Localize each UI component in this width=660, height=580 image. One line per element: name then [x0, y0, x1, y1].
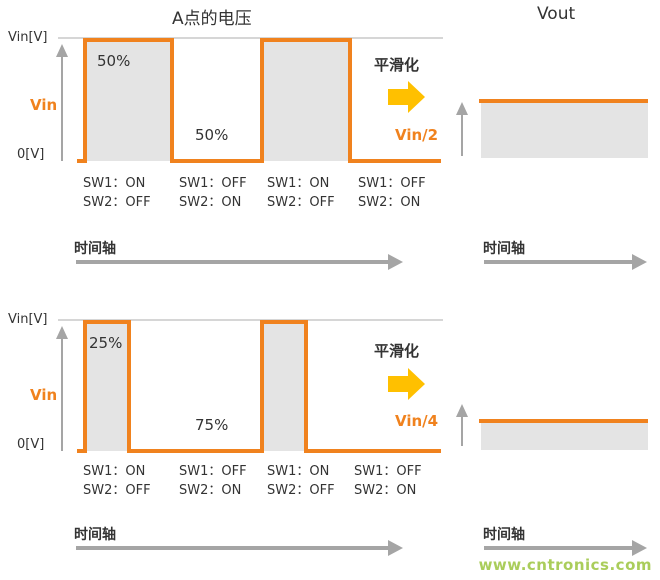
- sw2-state: SW2：ON: [179, 483, 242, 498]
- sw1-state: SW1：OFF: [179, 176, 247, 191]
- bottom-time-axis-label: 时间轴: [74, 527, 116, 543]
- top-duty-low-label: 50%: [195, 126, 229, 144]
- top-switch-state-1: SW1：ON SW2：OFF: [83, 174, 151, 212]
- bottom-zero-volt-label: 0[V]: [17, 437, 45, 452]
- top-pulse-fills: [85, 40, 350, 161]
- sw1-state: SW1：OFF: [354, 464, 422, 479]
- bottom-vin-label: Vin: [30, 386, 58, 404]
- bottom-switch-state-2: SW1：OFF SW2：ON: [179, 462, 247, 500]
- bottom-switch-state-3: SW1：ON SW2：OFF: [267, 462, 335, 500]
- sw2-state: SW2：OFF: [267, 195, 335, 210]
- bottom-switch-state-4: SW1：OFF SW2：ON: [354, 462, 422, 500]
- top-waveform-panel: [56, 37, 648, 270]
- top-switch-state-4: SW1：OFF SW2：ON: [358, 174, 426, 212]
- top-smoothing-label: 平滑化: [374, 56, 420, 74]
- sw1-state: SW1：OFF: [179, 464, 247, 479]
- top-vin-label: Vin: [30, 96, 58, 114]
- sw2-state: SW2：ON: [358, 195, 421, 210]
- bottom-time-axis-arrow: [76, 540, 403, 556]
- top-switch-state-3: SW1：ON SW2：OFF: [267, 174, 335, 212]
- top-time-axis-label: 时间轴: [74, 241, 116, 257]
- top-y-axis: [56, 44, 68, 161]
- bottom-waveform-panel: [56, 319, 648, 556]
- bottom-pwm-waveform: [77, 320, 441, 453]
- top-zero-volt-label: 0[V]: [17, 147, 45, 162]
- sw1-state: SW1：ON: [267, 176, 330, 191]
- site-watermark: www.cntronics.com: [478, 556, 652, 574]
- bottom-vin-level-label: Vin[V]: [8, 312, 48, 327]
- bottom-output-level-label: Vin/4: [395, 412, 439, 430]
- top-vin-level-label: Vin[V]: [8, 30, 48, 45]
- bottom-duty-low-label: 75%: [195, 416, 229, 434]
- sw2-state: SW2：OFF: [267, 483, 335, 498]
- bottom-smoothing-label: 平滑化: [374, 342, 420, 360]
- sw1-state: SW1：ON: [83, 464, 146, 479]
- sw2-state: SW2：ON: [179, 195, 242, 210]
- sw2-state: SW2：ON: [354, 483, 417, 498]
- sw1-state: SW1：ON: [83, 176, 146, 191]
- vout-title: Vout: [537, 4, 576, 24]
- top-pwm-waveform: [77, 38, 441, 163]
- top-output-time-axis-arrow: [484, 254, 647, 270]
- top-smoothing-arrow-icon: [388, 81, 425, 113]
- bottom-smoothing-arrow-icon: [388, 368, 425, 400]
- bottom-output-diagram: [456, 404, 648, 450]
- sw1-state: SW1：OFF: [358, 176, 426, 191]
- point-a-voltage-title: A点的电压: [172, 9, 252, 29]
- bottom-switch-state-1: SW1：ON SW2：OFF: [83, 462, 151, 500]
- top-duty-high-label: 50%: [97, 52, 131, 70]
- sw2-state: SW2：OFF: [83, 483, 151, 498]
- bottom-duty-high-label: 25%: [89, 334, 123, 352]
- top-switch-state-2: SW1：OFF SW2：ON: [179, 174, 247, 212]
- sw2-state: SW2：OFF: [83, 195, 151, 210]
- top-time-axis-arrow: [76, 254, 403, 270]
- sw1-state: SW1：ON: [267, 464, 330, 479]
- bottom-y-axis: [56, 326, 68, 451]
- top-output-diagram: [456, 99, 648, 158]
- bottom-output-time-axis-arrow: [484, 540, 647, 556]
- top-output-level-label: Vin/2: [395, 126, 439, 144]
- top-output-time-axis-label: 时间轴: [483, 241, 525, 257]
- bottom-pulse-fills: [85, 322, 306, 451]
- bottom-output-time-axis-label: 时间轴: [483, 527, 525, 543]
